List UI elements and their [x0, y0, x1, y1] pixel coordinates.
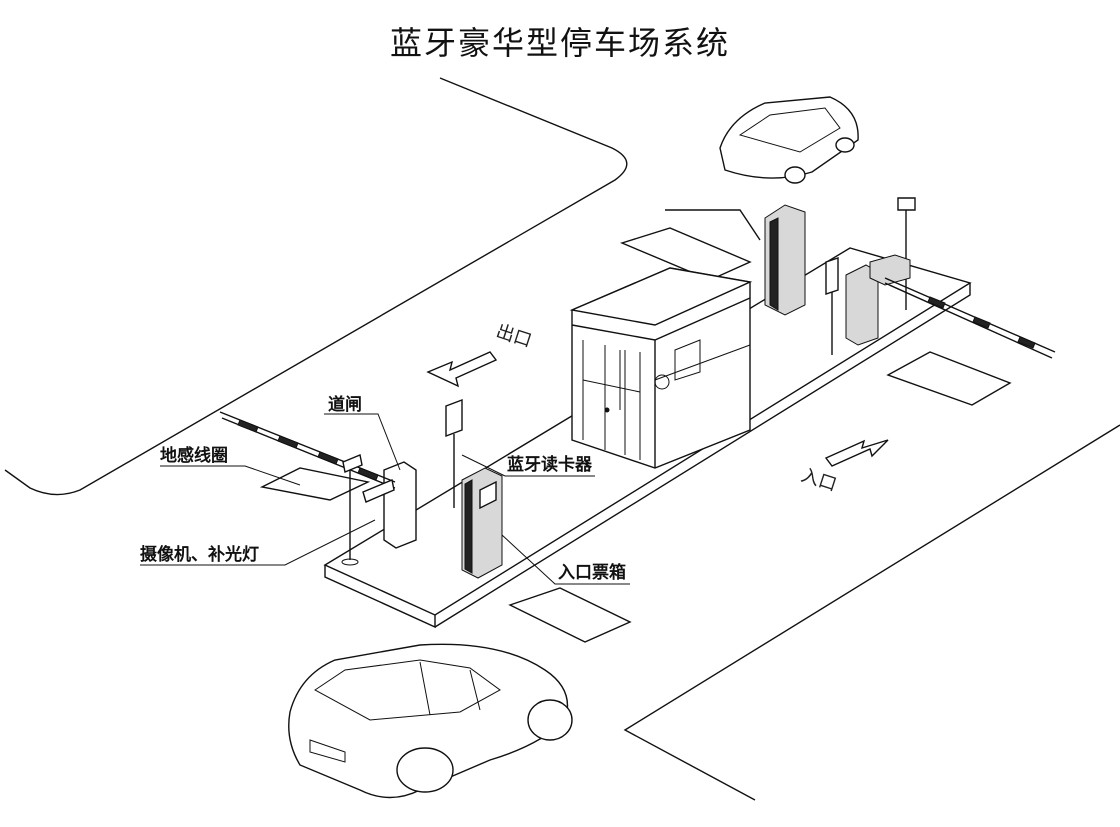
label-ground-loop: 地感线圈	[160, 445, 228, 466]
direction-arrows	[426, 351, 889, 467]
curb-lines	[4, 77, 1120, 801]
exit-arrow-icon	[426, 351, 498, 388]
label-bluetooth-reader: 蓝牙读卡器	[507, 454, 593, 475]
guard-booth	[569, 267, 753, 469]
car-bottom	[288, 643, 573, 799]
leader-lines	[140, 413, 630, 585]
diagram-title: 蓝牙豪华型停车场系统	[389, 24, 730, 62]
label-camera-light: 摄像机、补光灯	[140, 544, 259, 565]
car-top	[719, 96, 859, 184]
ground-loop-exit	[259, 467, 371, 501]
label-entry-ticket-box: 入口票箱	[558, 562, 626, 583]
barrier-gate	[219, 411, 417, 566]
ground-loop-entry	[508, 587, 632, 643]
ground-loop-far	[886, 351, 1012, 406]
exit-road-marking: 出口	[493, 321, 534, 352]
ground-loop-top	[619, 227, 752, 281]
entry-ticket-box	[445, 398, 503, 579]
label-barrier-gate: 道闸	[328, 394, 362, 415]
entry-arrow-icon	[824, 439, 889, 467]
entry-road-marking: 入口	[798, 465, 839, 496]
far-side-equipment	[665, 197, 1056, 359]
ground-loop-pads	[259, 227, 1012, 643]
